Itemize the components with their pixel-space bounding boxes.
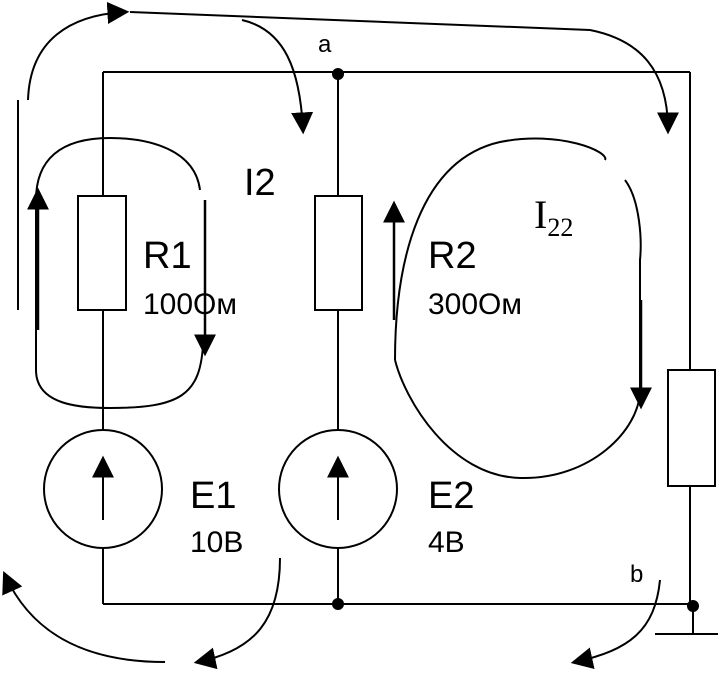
wires (102, 71, 718, 635)
resistor-r1 (77, 195, 127, 311)
r2-name: R2 (428, 235, 477, 277)
outer-top-line (129, 11, 591, 31)
node-a-dot (332, 68, 344, 80)
inner-top-arrow (241, 19, 314, 135)
outer-top-right-arrow (589, 29, 679, 135)
e2-name: E2 (428, 475, 474, 517)
outer-bottom-middle-arrow (193, 557, 281, 670)
outer-top-left-arrow (27, 1, 130, 101)
loop-right-top (394, 137, 607, 361)
outer-bottom-left-arrow (2, 570, 166, 663)
source-e1 (43, 429, 163, 549)
loop-current-i2-label: I2 (244, 162, 276, 204)
e2-value: 4В (428, 526, 465, 559)
node-b-label: b (630, 561, 643, 588)
resistor-middle (314, 195, 363, 311)
r1-value: 100Ом (143, 288, 237, 321)
r1-name: R1 (143, 235, 192, 277)
node-a-label: a (318, 31, 332, 58)
loop-right-bottom (394, 179, 642, 480)
e1-name: E1 (190, 475, 236, 517)
e1-value: 10В (190, 526, 243, 559)
r2-value: 300Ом (428, 288, 522, 321)
outer-bottom-right-arrow (570, 579, 661, 669)
resistor-right (667, 369, 716, 487)
node-ground-dot (332, 598, 344, 610)
node-b-dot (687, 600, 699, 612)
loop-current-i22-label: I22 (534, 192, 573, 242)
source-e2 (278, 429, 398, 549)
